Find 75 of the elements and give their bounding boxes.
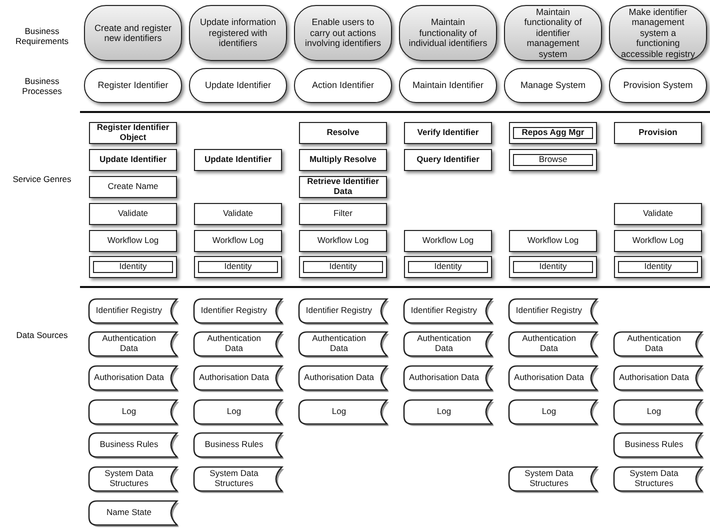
service-box: Provision	[614, 122, 702, 144]
service-box: Multiply Resolve	[299, 149, 387, 171]
row-label: Business Requirements	[14, 26, 70, 46]
process-box: Update Identifier	[189, 68, 287, 103]
service-box: Workflow Log	[404, 230, 492, 252]
service-box: Update Identifier	[89, 149, 177, 171]
data-source-shape: Name State	[88, 500, 178, 526]
data-source-shape: Authorisation Data	[403, 365, 493, 391]
data-source-shape: Business Rules	[193, 432, 283, 458]
service-box: Identity	[404, 256, 492, 278]
service-box: Create Name	[89, 176, 177, 198]
service-box: Validate	[194, 203, 282, 225]
data-source-shape: Business Rules	[88, 432, 178, 458]
data-source-shape: Log	[193, 399, 283, 425]
data-source-shape: Log	[613, 399, 703, 425]
service-box: Workflow Log	[89, 230, 177, 252]
service-box: Verify Identifier	[404, 122, 492, 144]
service-box: Workflow Log	[194, 230, 282, 252]
process-box: Manage System	[504, 68, 602, 103]
service-box: Workflow Log	[614, 230, 702, 252]
data-source-shape: Identifier Registry	[403, 298, 493, 324]
service-box: Identity	[614, 256, 702, 278]
data-source-shape: System Data Structures	[88, 466, 178, 492]
data-source-shape: Authorisation Data	[508, 365, 598, 391]
service-box: Query Identifier	[404, 149, 492, 171]
process-box: Provision System	[609, 68, 707, 103]
service-box: Retrieve Identifier Data	[299, 176, 387, 198]
requirement-box: Maintain functionality of identifier management system	[504, 5, 602, 61]
data-source-shape: System Data Structures	[193, 466, 283, 492]
data-source-shape: Authentication Data	[298, 331, 388, 357]
data-source-shape: Authorisation Data	[298, 365, 388, 391]
requirement-box: Update information registered with identifiers	[189, 5, 287, 61]
data-source-shape: Log	[508, 399, 598, 425]
data-source-shape: System Data Structures	[508, 466, 598, 492]
data-source-shape: Authentication Data	[613, 331, 703, 357]
process-box: Action Identifier	[294, 68, 392, 103]
service-box: Identity	[509, 256, 597, 278]
data-source-shape: Identifier Registry	[193, 298, 283, 324]
data-source-shape: Identifier Registry	[508, 298, 598, 324]
service-box: Filter	[299, 203, 387, 225]
data-source-shape: Identifier Registry	[298, 298, 388, 324]
row-label: Service Genres	[12, 174, 72, 184]
requirement-box: Create and register new identifiers	[84, 5, 182, 61]
data-source-shape: Authentication Data	[193, 331, 283, 357]
row-label: Data Sources	[15, 330, 69, 340]
data-source-shape: Log	[403, 399, 493, 425]
data-source-shape: Authorisation Data	[88, 365, 178, 391]
data-source-shape: Business Rules	[613, 432, 703, 458]
service-box: Repos Agg Mgr	[509, 122, 597, 144]
service-box: Resolve	[299, 122, 387, 144]
data-source-shape: Log	[298, 399, 388, 425]
data-source-shape: Authorisation Data	[193, 365, 283, 391]
service-box: Browse	[509, 149, 597, 171]
service-box: Identity	[299, 256, 387, 278]
service-box: Update Identifier	[194, 149, 282, 171]
requirement-box: Make identifier management system a functioning accessible registry	[609, 5, 707, 61]
data-source-shape: Authentication Data	[508, 331, 598, 357]
service-box: Workflow Log	[509, 230, 597, 252]
service-box: Identity	[89, 256, 177, 278]
requirement-box: Enable users to carry out actions involving identifiers	[294, 5, 392, 61]
data-source-shape: System Data Structures	[613, 466, 703, 492]
requirement-box: Maintain functionality of individual identifiers	[399, 5, 497, 61]
data-source-shape: Authentication Data	[88, 331, 178, 357]
data-source-shape: Log	[88, 399, 178, 425]
service-box: Register Identifier Object	[89, 122, 177, 144]
service-box: Identity	[194, 256, 282, 278]
data-source-shape: Identifier Registry	[88, 298, 178, 324]
data-source-shape: Authorisation Data	[613, 365, 703, 391]
process-box: Register Identifier	[84, 68, 182, 103]
row-label: Business Processes	[21, 76, 63, 96]
service-box: Workflow Log	[299, 230, 387, 252]
service-box: Validate	[89, 203, 177, 225]
data-source-shape: Authentication Data	[403, 331, 493, 357]
process-box: Maintain Identifier	[399, 68, 497, 103]
service-box: Validate	[614, 203, 702, 225]
